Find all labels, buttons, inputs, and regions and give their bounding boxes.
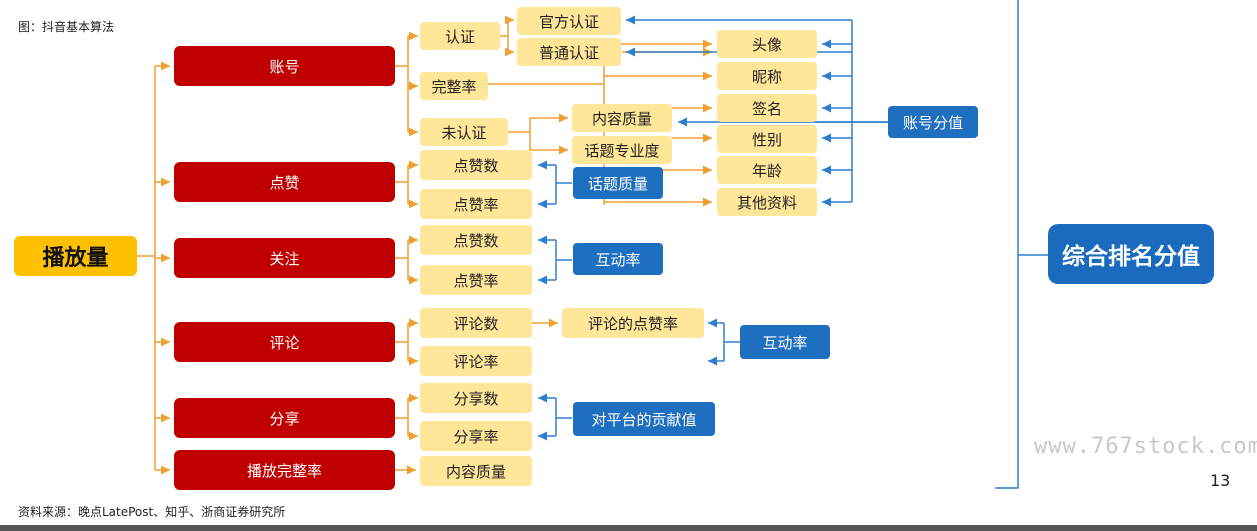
node-follow-count: 点赞数 (420, 225, 532, 255)
badge-account-score: 账号分值 (888, 106, 978, 138)
result-score: 综合排名分值 (1048, 224, 1214, 284)
category-share: 分享 (174, 398, 395, 438)
watermark: www.767stock.com (1034, 434, 1257, 459)
node-verify: 认证 (420, 22, 500, 50)
figure-title: 图：抖音基本算法 (18, 20, 115, 34)
field-other: 其他资料 (717, 188, 817, 216)
category-comment: 评论 (174, 322, 395, 362)
category-completion: 播放完整率 (174, 450, 395, 490)
root-node: 播放量 (14, 236, 137, 276)
node-comment-count: 评论数 (420, 308, 532, 338)
badge-follow-interaction: 互动率 (573, 243, 663, 275)
category-follow: 关注 (174, 238, 395, 278)
node-likes-rate: 点赞率 (420, 189, 532, 219)
badge-comment-interaction: 互动率 (740, 325, 830, 359)
bottom-bar (0, 525, 1257, 531)
node-normal: 普通认证 (517, 38, 621, 66)
node-unverified: 未认证 (420, 118, 508, 146)
node-comment-like-rate: 评论的点赞率 (562, 308, 704, 338)
node-likes-count: 点赞数 (420, 150, 532, 180)
node-complete: 完整率 (420, 72, 488, 100)
node-official: 官方认证 (517, 7, 621, 35)
page-number: 13 (1210, 471, 1231, 490)
source-note: 资料来源：晚点LatePost、知乎、浙商证券研究所 (18, 505, 286, 519)
badge-platform-contribution: 对平台的贡献值 (573, 402, 715, 436)
field-avatar: 头像 (717, 30, 817, 58)
node-share-rate: 分享率 (420, 421, 532, 451)
node-share-count: 分享数 (420, 383, 532, 413)
field-age: 年龄 (717, 156, 817, 184)
badge-topic-quality: 话题质量 (573, 167, 663, 199)
field-nickname: 昵称 (717, 62, 817, 90)
node-topic-expertise: 话题专业度 (572, 136, 672, 164)
field-signature: 签名 (717, 94, 817, 122)
category-likes: 点赞 (174, 162, 395, 202)
category-account: 账号 (174, 46, 395, 86)
node-content-quality: 内容质量 (572, 104, 672, 132)
node-follow-rate: 点赞率 (420, 265, 532, 295)
node-comment-rate: 评论率 (420, 346, 532, 376)
field-gender: 性别 (717, 125, 817, 153)
node-completion-quality: 内容质量 (420, 456, 532, 486)
